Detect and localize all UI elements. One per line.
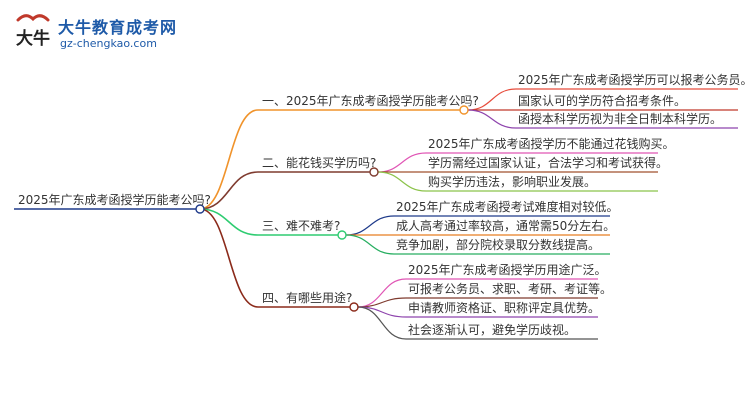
leaf-label-1-3: 函授本科学历视为非全日制本科学历。 xyxy=(518,112,723,126)
branch-connector-2 xyxy=(199,171,259,210)
leaf-connector-2-1 xyxy=(377,152,427,173)
connector-nodes xyxy=(195,105,469,312)
branch-node-2 xyxy=(369,167,379,177)
connector-lines xyxy=(14,88,738,340)
branch-label-3: 三、难不难考? xyxy=(262,219,341,233)
branch-connector-4 xyxy=(199,208,259,308)
logo-title: 大牛教育成考网 xyxy=(58,18,178,37)
root-node-label: 2025年广东成考函授学历能考公吗? xyxy=(18,193,211,207)
leaf-label-3-1: 2025年广东成考函授考试难度相对较低。 xyxy=(396,200,619,214)
leaf-label-2-1: 2025年广东成考函授学历不能通过花钱购买。 xyxy=(428,137,675,151)
leaf-connector-1-1 xyxy=(467,88,517,111)
leaf-connector-3-1 xyxy=(345,215,395,236)
branch-label-1: 一、2025年广东成考函授学历能考公吗? xyxy=(262,94,479,108)
leaf-label-4-3: 申请教师资格证、职称评定具优势。 xyxy=(408,301,601,315)
leaf-connector-2-3 xyxy=(377,171,427,192)
branch-label-4: 四、有哪些用途? xyxy=(262,291,353,305)
leaf-label-4-2: 可报考公务员、求职、考研、考证等。 xyxy=(408,282,613,296)
leaf-label-3-2: 成人高考通过率较高，通常需50分左右。 xyxy=(396,219,616,233)
site-logo: 大牛 大牛教育成考网 gz-chengkao.com xyxy=(12,8,192,58)
branch-label-2: 二、能花钱买学历吗? xyxy=(262,156,377,170)
leaf-label-4-1: 2025年广东成考函授学历用途广泛。 xyxy=(408,263,607,277)
leaf-label-4-4: 社会逐渐认可，避免学历歧视。 xyxy=(408,323,577,337)
leaf-connector-1-3 xyxy=(467,109,517,129)
leaf-label-3-3: 竞争加剧，部分院校录取分数线提高。 xyxy=(396,238,601,252)
branch-connector-1 xyxy=(199,109,259,210)
leaf-label-2-2: 学历需经过国家认证，合法学习和考试获得。 xyxy=(428,156,669,170)
leaf-label-2-3: 购买学历违法，影响职业发展。 xyxy=(428,175,597,189)
logo-mark-text: 大牛 xyxy=(16,28,50,49)
root-node xyxy=(195,204,205,214)
branch-node-4 xyxy=(349,302,359,312)
leaf-label-1-2: 国家认可的学历符合招考条件。 xyxy=(518,94,687,108)
leaf-connector-3-3 xyxy=(345,234,395,255)
bull-logo-icon: 大牛 xyxy=(16,14,50,49)
branch-node-1 xyxy=(459,105,469,115)
logo-url: gz-chengkao.com xyxy=(60,37,157,50)
branch-node-3 xyxy=(337,230,347,240)
leaf-connector-4-4 xyxy=(357,306,407,340)
branch-connector-3 xyxy=(199,208,259,236)
leaf-label-1-1: 2025年广东成考函授学历可以报考公务员。 xyxy=(518,73,750,87)
